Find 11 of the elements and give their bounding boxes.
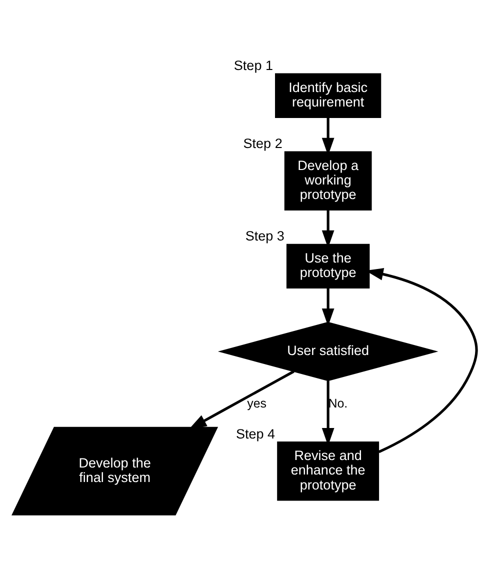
- node-label: Step 4: [236, 426, 276, 441]
- node-label: Step 1: [234, 57, 273, 72]
- node-diamond: User satisfied: [218, 321, 438, 381]
- node-label: Step 3: [245, 228, 284, 244]
- node-box: Identify basic requirement: [275, 72, 382, 118]
- node-label: Step 2: [243, 136, 282, 151]
- edge-label: yes: [247, 396, 267, 410]
- node-box: Revise and enhance the prototype: [277, 441, 380, 500]
- node-box: Develop a working prototype: [284, 150, 372, 210]
- node-box: Use the prototype: [286, 243, 370, 288]
- arrow: [188, 370, 294, 429]
